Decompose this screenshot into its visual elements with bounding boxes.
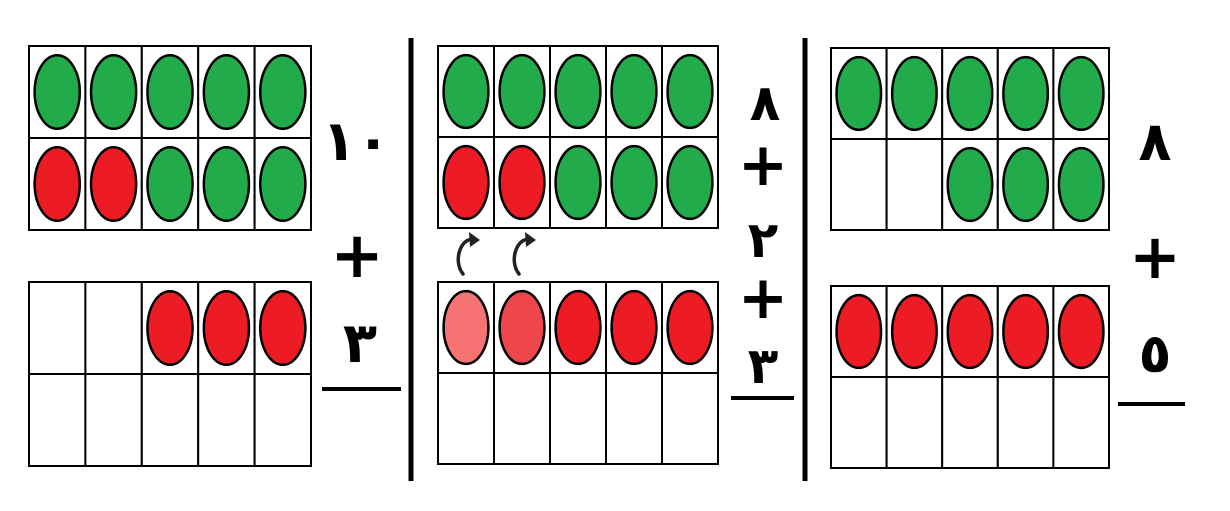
green-counter <box>946 146 994 223</box>
frame-cell <box>661 372 719 465</box>
green-counter <box>666 144 714 221</box>
right-top-ten-frame <box>830 47 1111 231</box>
green-counter <box>610 144 658 221</box>
middle-expression: ٨ + ٢ + ٣ <box>731 74 794 400</box>
red-counter <box>890 293 938 370</box>
frame-cell <box>996 376 1055 469</box>
green-counter <box>890 55 938 132</box>
middle-expression-term-1: ٨ <box>750 74 781 132</box>
red-counter <box>946 293 994 370</box>
red-counter <box>258 289 307 367</box>
frame-cell <box>885 138 944 231</box>
green-counter <box>554 53 602 130</box>
red-counter <box>33 145 82 223</box>
frame-cell <box>830 138 888 231</box>
green-counter <box>33 53 82 131</box>
green-counter <box>1057 55 1105 132</box>
right-expression-term-2: ٥ <box>1139 322 1172 385</box>
middle-top-ten-frame <box>437 45 719 229</box>
red-counter <box>498 144 546 221</box>
middle-expression-term-3: ٣ <box>748 337 779 395</box>
frame-cell <box>830 376 888 469</box>
left-expression-term-2: ٣ <box>343 311 377 376</box>
frame-cell <box>605 372 663 465</box>
red-counter <box>202 289 251 367</box>
frame-cell <box>549 372 607 465</box>
green-counter <box>258 53 307 131</box>
ten-frames-layer <box>28 45 1111 469</box>
frame-cell <box>885 376 944 469</box>
green-counter <box>258 145 307 223</box>
red-counter <box>835 293 883 370</box>
red-counter <box>1002 293 1050 370</box>
frame-cell <box>140 373 200 467</box>
middle-expression-term-2: ٢ <box>748 211 779 269</box>
middle-bottom-ten-frame <box>437 281 719 465</box>
red-counter <box>442 144 490 221</box>
red-counter <box>1057 293 1105 370</box>
red-counter <box>554 289 602 366</box>
frame-cell <box>84 281 143 375</box>
frame-cell <box>253 373 313 467</box>
frame-cell <box>493 372 551 465</box>
arrow-head-icon <box>525 232 536 247</box>
left-expression-term-1: ١٠ <box>322 109 390 174</box>
frame-cell <box>1052 376 1111 469</box>
move-arrows-layer <box>456 232 536 276</box>
frame-cell <box>28 373 87 467</box>
red-counter <box>89 145 138 223</box>
frame-cell <box>84 373 143 467</box>
middle-expression-operator-1: + <box>738 130 788 200</box>
green-counter <box>89 53 138 131</box>
red-counter <box>146 289 194 367</box>
right-expression-operator: + <box>1129 220 1181 293</box>
green-counter <box>202 145 251 223</box>
frame-cell <box>28 281 87 375</box>
right-expression: ٨ + ٥ <box>1118 110 1185 406</box>
light-red-counter <box>442 289 490 366</box>
left-bottom-ten-frame <box>28 281 313 467</box>
middle-expression-operator-2: + <box>738 263 788 333</box>
green-counter <box>442 53 490 130</box>
green-counter <box>666 53 714 130</box>
green-counter <box>835 55 883 132</box>
green-counter <box>1057 146 1105 223</box>
green-counter <box>146 145 194 223</box>
frame-cell <box>437 372 495 465</box>
mid-red-counter <box>498 289 546 366</box>
left-expression: ١٠ + ٣ <box>322 109 401 391</box>
green-counter <box>202 53 251 131</box>
green-counter <box>498 53 546 130</box>
left-top-ten-frame <box>28 45 313 231</box>
green-counter <box>1002 146 1050 223</box>
green-counter <box>1002 55 1050 132</box>
left-expression-operator: + <box>330 219 384 293</box>
green-counter <box>610 53 658 130</box>
frame-cell <box>941 376 999 469</box>
green-counter <box>146 53 194 131</box>
right-bottom-ten-frame <box>830 285 1111 469</box>
arrow-head-icon <box>469 232 480 247</box>
right-expression-term-1: ٨ <box>1139 110 1172 173</box>
green-counter <box>554 144 602 221</box>
frame-cell <box>197 373 256 467</box>
red-counter <box>666 289 714 366</box>
green-counter <box>946 55 994 132</box>
red-counter <box>610 289 658 366</box>
